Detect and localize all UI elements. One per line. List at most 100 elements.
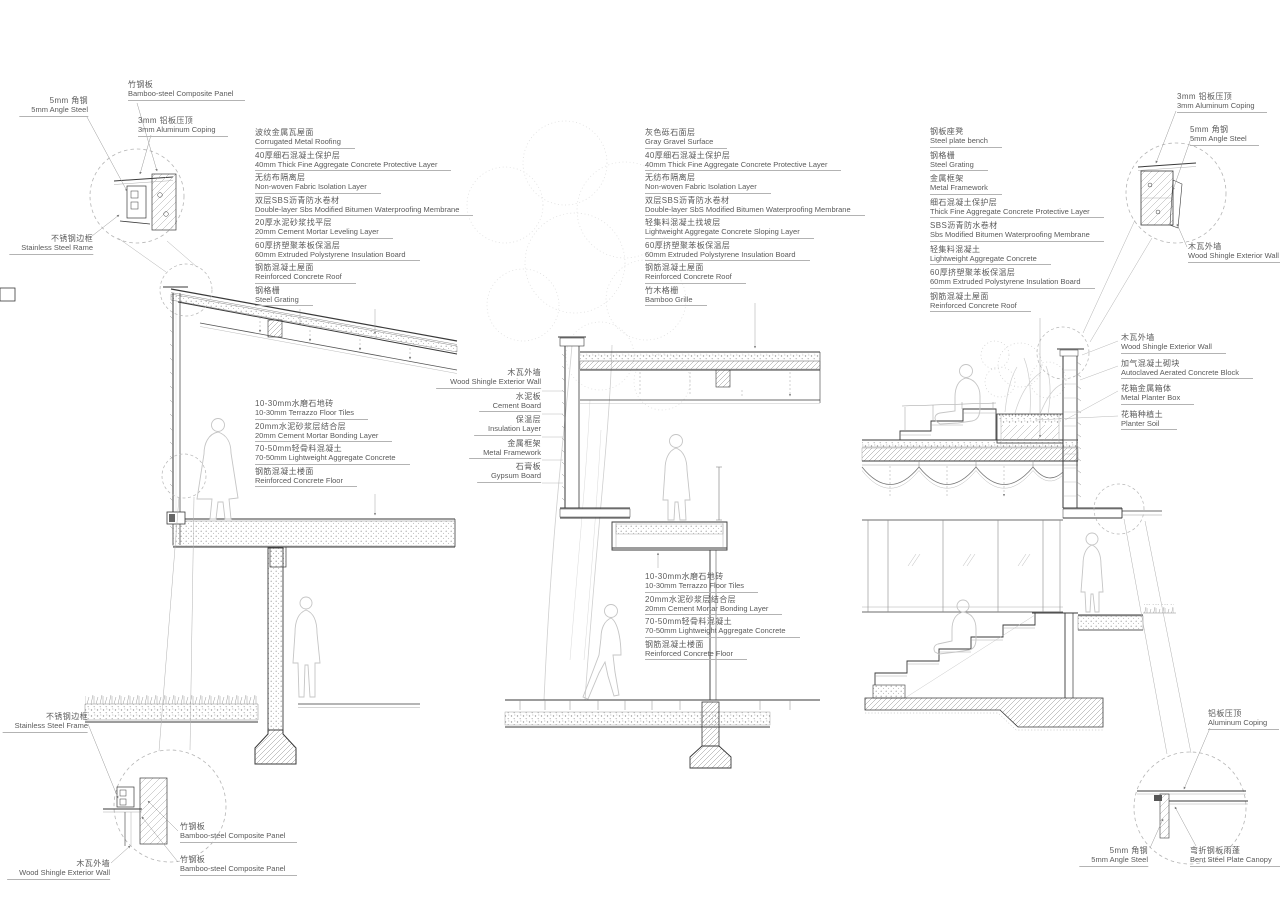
layer-label-zh: 灰色砾石面层 bbox=[645, 128, 696, 137]
layer-label-zh: 钢筋混凝土屋面 bbox=[645, 263, 704, 272]
layer-label-en: Wood Shingle Exterior Wall bbox=[450, 377, 541, 386]
callout-label-zh: 铝板压顶 bbox=[1208, 709, 1242, 718]
detail-bottom-left bbox=[87, 723, 179, 864]
layer-label-zh: 轻集料混凝土 bbox=[930, 244, 981, 254]
layer-label-zh: 70-50mm轻骨料混凝土 bbox=[645, 617, 732, 626]
layer-label-zh: 钢筋混凝土楼面 bbox=[645, 639, 704, 649]
layer-label-zh: 水泥板 bbox=[515, 391, 541, 401]
layer-label-en: 40mm Thick Fine Aggregate Concrete Prote… bbox=[255, 159, 438, 169]
layer-label-en: 10-30mm Terrazzo Floor Tiles bbox=[255, 408, 355, 417]
callout-label-en: Bamboo-steel Composite Panel bbox=[180, 831, 286, 840]
center-figures bbox=[582, 434, 691, 700]
layer-label-zh: 石膏板 bbox=[515, 462, 541, 471]
left-figures bbox=[196, 418, 321, 698]
callout-label-zh: 5mm 角钢 bbox=[1190, 125, 1229, 134]
layer-label-zh: 40厚细石混凝土保护层 bbox=[255, 150, 341, 160]
callout-label-zh: 不锈钢边框 bbox=[51, 234, 93, 243]
layer-label-en: Non-woven Fabric Isolation Layer bbox=[645, 182, 757, 191]
callout-label-en: Stainless Steel Frame bbox=[14, 721, 88, 730]
layer-label-en: Steel Grating bbox=[930, 159, 974, 169]
layer-label-zh: 60厚挤塑聚苯板保温层 bbox=[255, 240, 341, 250]
layer-label-en: Non-woven Fabric Isolation Layer bbox=[255, 182, 367, 191]
layer-label-en: Double-layer SbS Modified Bitumen Waterp… bbox=[645, 204, 851, 214]
callout-label-zh: 竹钢板 bbox=[128, 80, 154, 89]
layer-label-zh: 10-30mm水磨石地砖 bbox=[255, 399, 334, 408]
layer-label-zh: 双层SBS沥青防水卷材 bbox=[645, 195, 730, 205]
layer-label-zh: 钢筋混凝土屋面 bbox=[255, 263, 314, 272]
callout-label-zh: 竹钢板 bbox=[180, 822, 206, 831]
layer-label-en: 20mm Cement Mortar Bonding Layer bbox=[645, 603, 769, 613]
layer-label-zh: 40厚细石混凝土保护层 bbox=[645, 150, 731, 160]
layer-label-zh: 70-50mm轻骨料混凝土 bbox=[255, 444, 342, 453]
layer-label-zh: 花箱金属箱体 bbox=[1121, 384, 1172, 393]
layer-label-zh: 花箱种植土 bbox=[1121, 409, 1163, 419]
layer-label-en: 60mm Extruded Polystyrene Insulation Boa… bbox=[255, 249, 406, 259]
layer-label-en: Wood Shingle Exterior Wall bbox=[1121, 342, 1212, 351]
layer-label-zh: 竹木格栅 bbox=[645, 285, 679, 295]
layer-label-en: Bamboo Grille bbox=[645, 294, 693, 304]
callout-label-en: 3mm Aluminum Coping bbox=[1177, 101, 1255, 110]
layer-label-zh: 钢板座凳 bbox=[930, 127, 964, 136]
layer-label-en: Cement Board bbox=[492, 400, 541, 410]
callout-label-en: Bamboo-steel Composite Panel bbox=[180, 864, 286, 873]
layer-label-zh: 钢格栅 bbox=[930, 150, 956, 160]
layer-label-en: Sbs Modified Bitumen Waterproofing Membr… bbox=[930, 230, 1090, 239]
layer-label-en: Corrugated Metal Roofing bbox=[255, 137, 341, 146]
right-section bbox=[861, 110, 1248, 865]
callout-label-zh: 不锈钢边框 bbox=[46, 712, 88, 721]
layer-label-zh: 10-30mm水磨石地砖 bbox=[645, 572, 724, 581]
layer-label-en: 70-50mm Lightweight Aggregate Concrete bbox=[645, 626, 786, 635]
layer-label-zh: 20mm水泥砂浆层结合层 bbox=[255, 421, 347, 431]
layer-label-en: 40mm Thick Fine Aggregate Concrete Prote… bbox=[645, 159, 828, 169]
callout-label-en: Stainless Steel Rame bbox=[21, 243, 93, 252]
layer-label-en: Reinforced Concrete Floor bbox=[645, 648, 733, 658]
layer-label-en: 20mm Cement Mortar Leveling Layer bbox=[255, 227, 379, 236]
layer-label-en: Lightweight Aggregate Concrete Sloping L… bbox=[645, 227, 800, 236]
callout-label-en: Bent Steel Plate Canopy bbox=[1190, 855, 1272, 864]
layer-label-en: 60mm Extruded Polystyrene Insulation Boa… bbox=[930, 277, 1081, 286]
layer-label-zh: 双层SBS沥青防水卷材 bbox=[255, 195, 340, 205]
layer-label-zh: 60厚挤塑聚苯板保温层 bbox=[930, 268, 1016, 277]
layer-label-zh: 加气混凝土砌块 bbox=[1121, 358, 1180, 368]
callout-label-zh: 3mm 铝板压顶 bbox=[1177, 92, 1233, 101]
callout-label-zh: 弯折钢板雨蓬 bbox=[1190, 846, 1241, 855]
layer-label-en: Steel plate bench bbox=[930, 136, 988, 145]
detail-bottom-right bbox=[1137, 727, 1248, 849]
callout-label-zh: 木瓦外墙 bbox=[1188, 242, 1222, 251]
layer-label-en: 70-50mm Lightweight Aggregate Concrete bbox=[255, 453, 396, 462]
